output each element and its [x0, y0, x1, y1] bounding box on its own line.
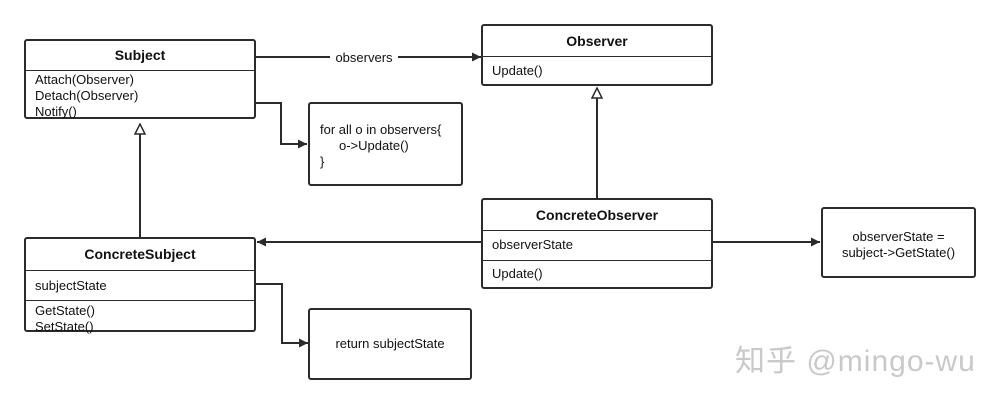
association-label: observers	[335, 50, 393, 65]
subject-methods: Attach(Observer) Detach(Observer) Notify…	[26, 70, 254, 119]
subject-class-name: Subject	[114, 47, 166, 63]
concrete-subject-note-connector	[256, 283, 308, 348]
observer-state-note-line-1: observerState =	[852, 229, 945, 244]
method-update: Update()	[492, 63, 543, 78]
observer-methods: Update()	[483, 56, 711, 84]
notify-note-line-1: for all o in observers{	[320, 122, 442, 137]
get-state-note-text: return subjectState	[335, 336, 445, 351]
get-state-note[interactable]: return subjectState	[308, 308, 472, 380]
method-attach: Attach(Observer)	[35, 72, 134, 87]
observer-state-note[interactable]: observerState = subject->GetState()	[821, 207, 976, 278]
observer-class-name: Observer	[566, 33, 628, 49]
concrete-subject-methods: GetState() SetState()	[26, 300, 254, 334]
concrete-subject-attributes: subjectState	[26, 270, 254, 300]
concrete-observer-class[interactable]: ConcreteObserver observerState Update()	[481, 198, 713, 289]
method-detach: Detach(Observer)	[35, 88, 139, 103]
attr-subject-state: subjectState	[35, 278, 107, 293]
method-update: Update()	[492, 266, 543, 281]
attr-observer-state: observerState	[492, 237, 573, 252]
concrete-observer-class-name: ConcreteObserver	[535, 207, 659, 223]
method-notify: Notify()	[35, 104, 77, 119]
concrete-observer-attributes: observerState	[483, 230, 711, 260]
observer-state-note-line-2: subject->GetState()	[841, 245, 956, 260]
notify-note-line-3: }	[320, 154, 325, 169]
subject-note-connector	[256, 102, 307, 149]
method-get-state: GetState()	[35, 303, 95, 318]
concrete-subject-class[interactable]: ConcreteSubject subjectState GetState() …	[24, 237, 256, 334]
concrete-observer-methods: Update()	[483, 260, 711, 287]
observer-class[interactable]: Observer Update()	[481, 24, 713, 86]
notify-note[interactable]: for all o in observers{ o->Update() }	[308, 102, 463, 186]
subject-class[interactable]: Subject Attach(Observer) Detach(Observer…	[24, 39, 256, 119]
method-set-state: SetState()	[35, 319, 94, 334]
concrete-subject-class-name: ConcreteSubject	[84, 246, 196, 262]
notify-note-line-2: o->Update()	[339, 138, 409, 153]
watermark: 知乎 @mingo-wu	[735, 345, 976, 378]
